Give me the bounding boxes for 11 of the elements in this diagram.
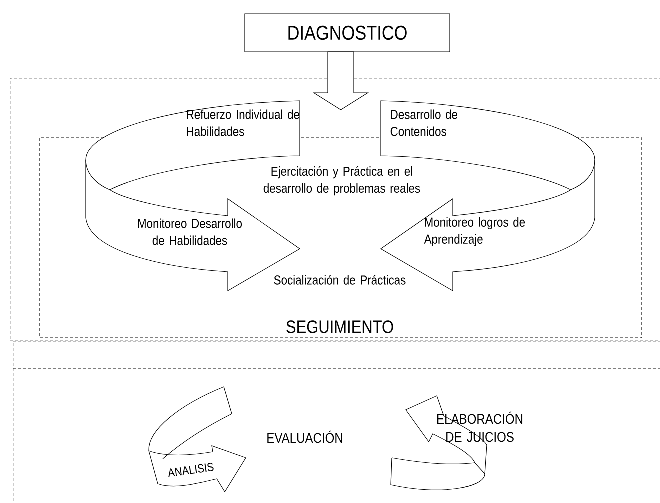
text-label: Refuerzo Individual de Habilidades (187, 110, 300, 136)
text-label: Monitoreo logros de Aprendizaje (424, 217, 526, 247)
text-label: ANALISIS (168, 462, 214, 478)
block-arrow (312, 52, 370, 110)
text-label: Desarrollo de Contenidos (390, 110, 458, 136)
section-title: SEGUIMIENTO (286, 320, 394, 334)
text-label: Monitoreo Desarrollo de Habilidades (138, 218, 242, 246)
section-title: EVALUACIÓN (268, 430, 342, 444)
text-label: Ejercitación y Práctica en el desarrollo de problemas reales (264, 166, 420, 196)
text-label: Socialización de Prácticas (274, 275, 406, 285)
process-box: DIAGNOSTICO (244, 14, 450, 52)
